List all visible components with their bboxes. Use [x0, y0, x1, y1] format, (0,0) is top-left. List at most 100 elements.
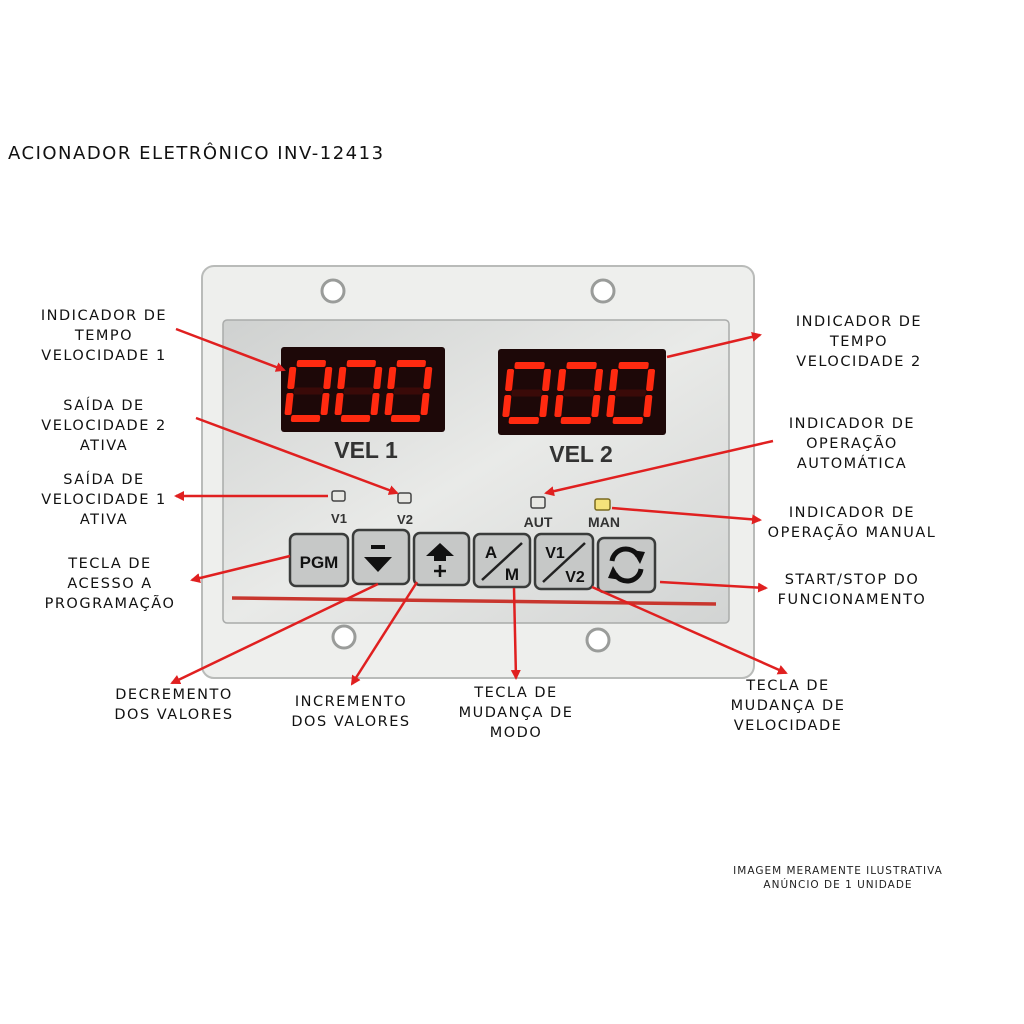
arrow-automatica [544, 439, 774, 497]
mode-key-top: A [485, 543, 497, 562]
display-segment [560, 417, 591, 424]
display-segment [539, 395, 549, 417]
display-segment [557, 369, 567, 391]
display-segment [393, 387, 424, 395]
display-segment [514, 362, 545, 369]
arrow-incremento [350, 581, 419, 686]
display-segment [334, 393, 344, 415]
led-man [594, 498, 611, 511]
display-segment [566, 362, 597, 369]
led-aut [530, 496, 546, 509]
product-title: ACIONADOR ELETRÔNICO INV-12413 [8, 143, 385, 164]
display-segment [615, 389, 646, 397]
arrow-up-icon [426, 543, 454, 577]
increment-key[interactable] [412, 531, 471, 587]
display-segment [390, 415, 421, 422]
mount-hole [320, 278, 346, 304]
led-v1-label: V1 [331, 511, 347, 526]
display-segment [373, 367, 383, 389]
led-man-label: MAN [588, 514, 620, 530]
speed-key-top: V1 [545, 545, 565, 562]
display-segment [502, 395, 512, 417]
display-vel1-digits [284, 360, 433, 422]
display-segment [591, 395, 601, 417]
red-stripe [231, 596, 717, 606]
led-v2-label: V2 [397, 512, 413, 527]
display-segment [320, 393, 330, 415]
mode-key[interactable]: A M [472, 532, 532, 589]
arrow-startstop [659, 580, 768, 593]
arrow-saida-v2 [195, 416, 399, 495]
display-segment [387, 367, 397, 389]
arrow-velocidade [591, 585, 788, 675]
display-vel2-digits [502, 362, 656, 424]
display-segment [563, 389, 594, 397]
arrow-tempo-v1 [175, 327, 286, 372]
decrement-key[interactable] [351, 528, 411, 586]
led-aut-label: AUT [524, 514, 553, 530]
display-segment [542, 369, 552, 391]
led-v1 [331, 490, 346, 502]
display-segment [296, 360, 326, 367]
display-segment [337, 367, 347, 389]
display-segment [343, 387, 374, 395]
display-segment [293, 387, 324, 395]
arrow-tecla-pgm [190, 554, 291, 583]
display-segment [646, 369, 656, 391]
start-stop-key[interactable] [596, 536, 657, 594]
arrow-decremento [170, 582, 379, 685]
display-segment [505, 369, 515, 391]
refresh-icon [608, 546, 645, 584]
display-segment [508, 417, 539, 424]
display-vel2-caption: VEL 2 [549, 441, 613, 467]
display-segment [643, 395, 653, 417]
mount-hole [585, 627, 611, 653]
display-segment [612, 417, 643, 424]
pgm-key-label: PGM [300, 553, 339, 572]
display-segment [423, 367, 433, 389]
display-segment [618, 362, 649, 369]
arrow-modo [510, 587, 521, 680]
display-segment [594, 369, 604, 391]
display-segment [370, 393, 380, 415]
display-segment [511, 389, 542, 397]
display-segment [396, 360, 426, 367]
speed-key-bottom: V2 [565, 569, 585, 586]
display-segment [340, 415, 371, 422]
display-segment [290, 415, 321, 422]
annotation-arrows [170, 327, 788, 686]
display-segment [420, 393, 430, 415]
pgm-key[interactable]: PGM [288, 532, 350, 588]
display-segment [384, 393, 394, 415]
speed-key[interactable]: V1 V2 [533, 532, 595, 591]
mount-hole [590, 278, 616, 304]
display-segment [606, 395, 616, 417]
arrow-manual [611, 506, 762, 525]
display-segment [284, 393, 294, 415]
arrow-tempo-v2 [666, 331, 762, 359]
display-vel1-caption: VEL 1 [334, 437, 398, 463]
led-v2 [397, 492, 412, 504]
arrow-down-icon [364, 545, 392, 572]
display-segment [287, 367, 297, 389]
mount-hole [331, 624, 357, 650]
mode-key-bottom: M [505, 565, 519, 584]
display-segment [346, 360, 376, 367]
display-segment [609, 369, 619, 391]
display-segment [323, 367, 333, 389]
display-segment [554, 395, 564, 417]
